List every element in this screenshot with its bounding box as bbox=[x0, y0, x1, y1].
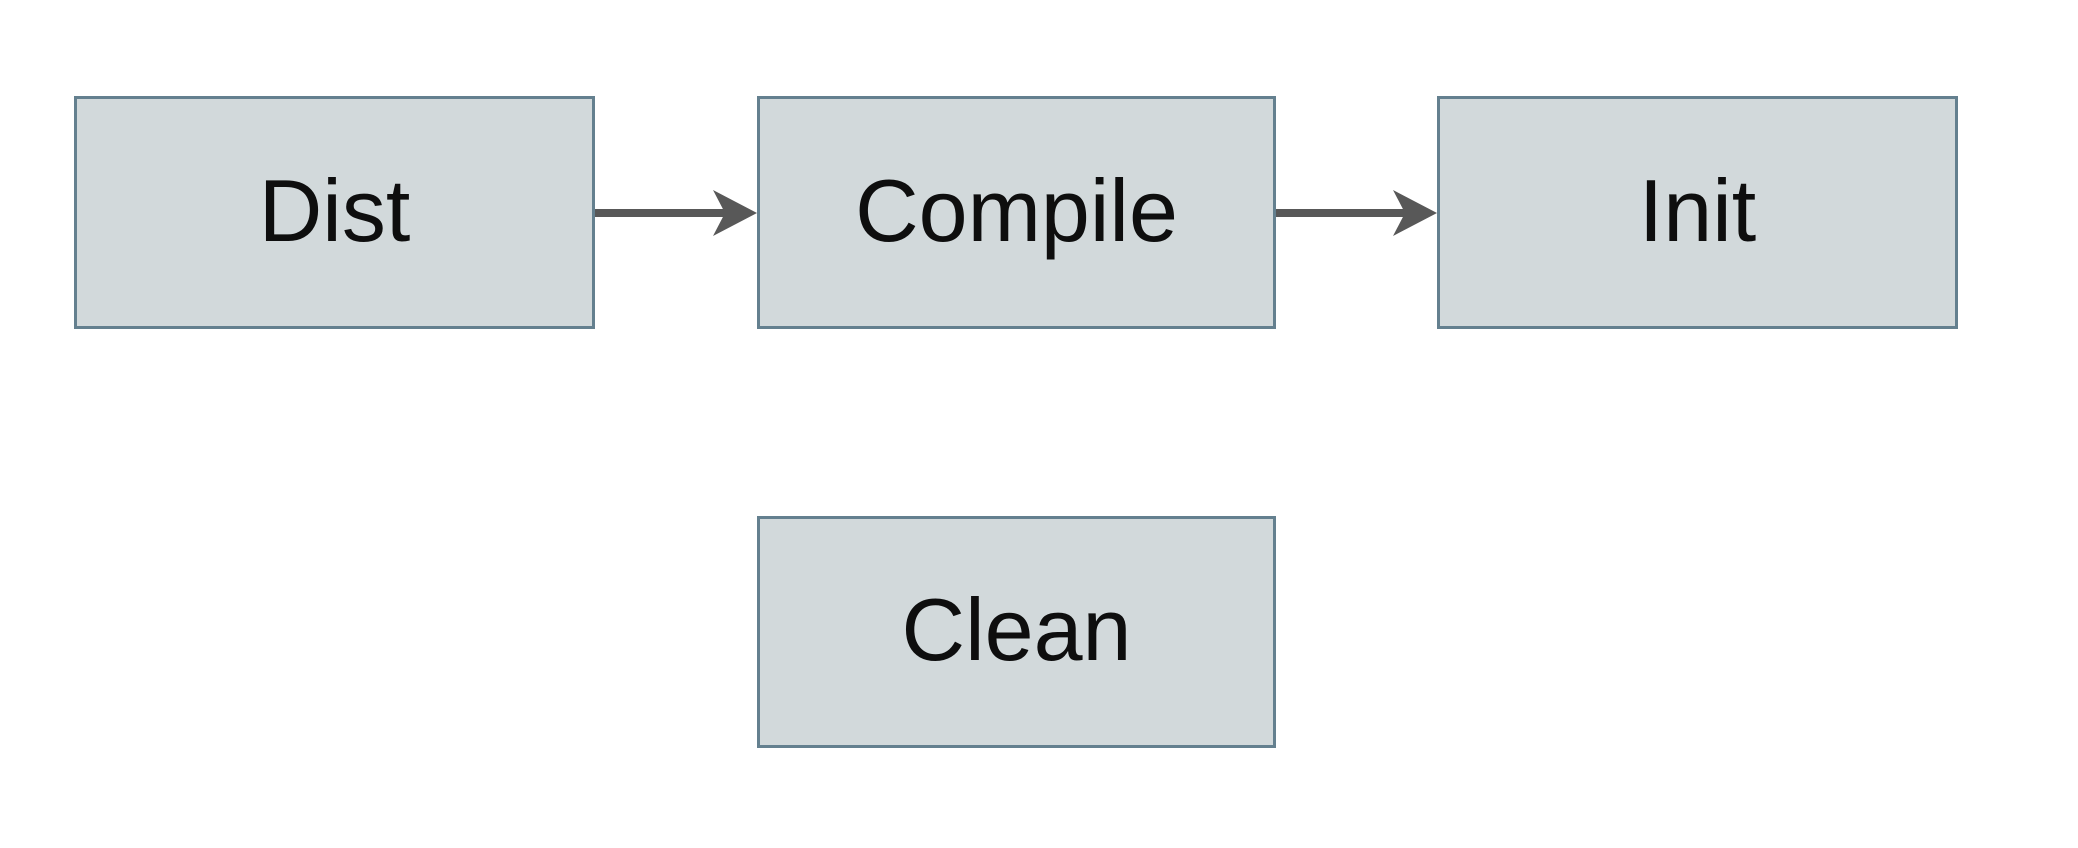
node-clean: Clean bbox=[757, 516, 1276, 748]
node-compile-label: Compile bbox=[855, 160, 1178, 260]
node-clean-label: Clean bbox=[901, 580, 1132, 679]
node-init-label: Init bbox=[1638, 160, 1757, 260]
node-compile: Compile bbox=[757, 96, 1276, 329]
arrow-compile-to-init bbox=[1276, 190, 1437, 236]
arrowhead-icon bbox=[713, 190, 757, 236]
arrow-dist-to-compile bbox=[595, 190, 757, 236]
node-dist: Dist bbox=[74, 96, 595, 329]
node-dist-label: Dist bbox=[258, 160, 411, 260]
node-init: Init bbox=[1437, 96, 1958, 329]
arrowhead-icon bbox=[1393, 190, 1437, 236]
